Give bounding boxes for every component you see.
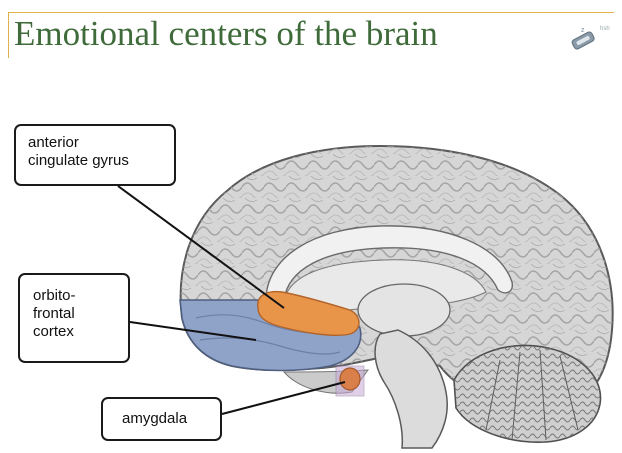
label-amygdala: amygdala	[101, 397, 222, 441]
label-anterior-cingulate-gyrus: anterior cingulate gyrus	[14, 124, 176, 186]
label-text: frontal	[33, 305, 128, 323]
leader-line-amygdala	[222, 382, 345, 414]
label-orbitofrontal-cortex: orbito- frontal cortex	[18, 273, 130, 363]
label-text: amygdala	[122, 410, 220, 428]
label-text: cingulate gyrus	[28, 152, 174, 170]
label-text: cortex	[33, 323, 128, 341]
amygdala-region	[340, 368, 360, 390]
thalamus	[358, 284, 450, 336]
label-text: orbito-	[33, 287, 128, 305]
label-text: anterior	[28, 134, 174, 152]
